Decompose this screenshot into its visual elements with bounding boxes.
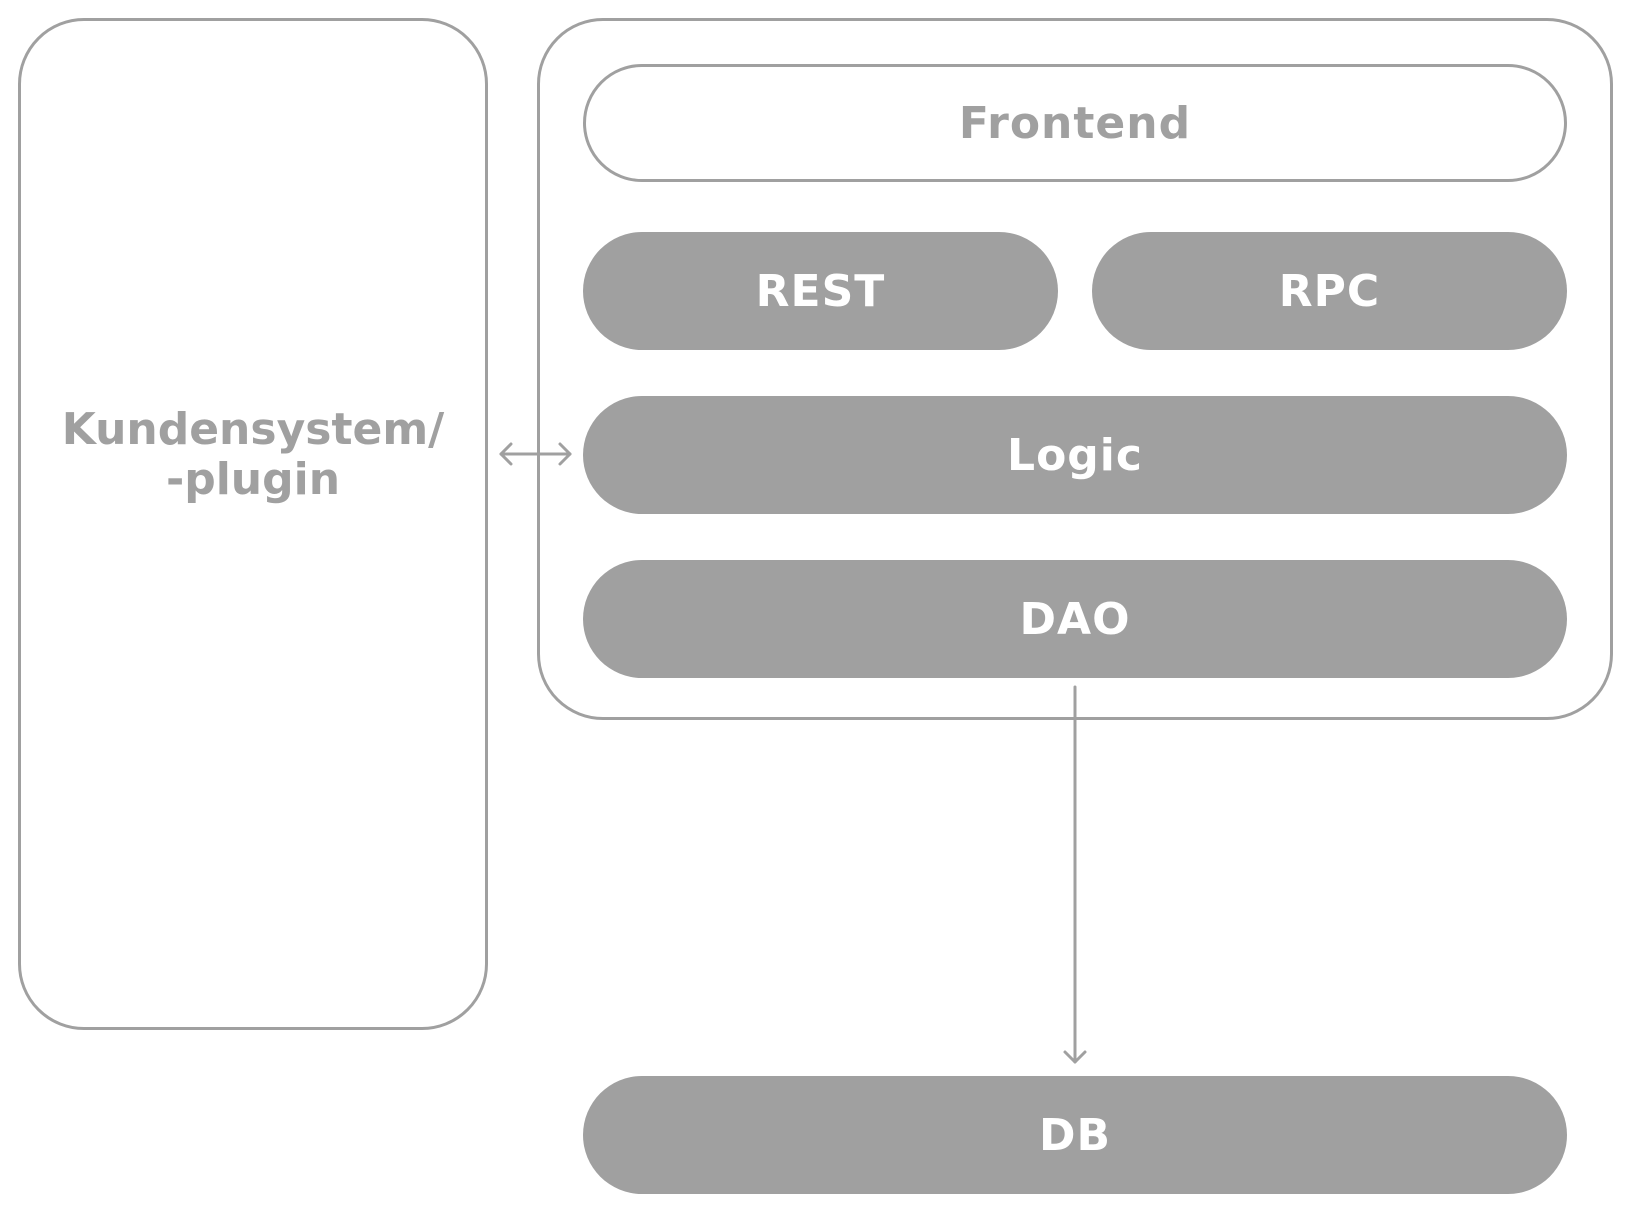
client-label-line2: -plugin bbox=[165, 454, 341, 505]
rest-label: REST bbox=[755, 265, 886, 317]
dao-layer: DAO bbox=[583, 560, 1567, 678]
frontend-layer: Frontend bbox=[583, 64, 1567, 182]
client-logic-arrowhead-left bbox=[499, 442, 513, 466]
client-system-box bbox=[18, 18, 488, 1030]
client-system-label: Kundensystem/ -plugin bbox=[18, 405, 488, 505]
rpc-label: RPC bbox=[1278, 265, 1381, 317]
dao-label: DAO bbox=[1019, 593, 1131, 645]
rest-layer: REST bbox=[583, 232, 1058, 350]
logic-label: Logic bbox=[1007, 429, 1143, 481]
frontend-label: Frontend bbox=[958, 97, 1192, 149]
database-layer: DB bbox=[583, 1076, 1567, 1194]
logic-layer: Logic bbox=[583, 396, 1567, 514]
db-label: DB bbox=[1038, 1109, 1112, 1161]
client-label-line1: Kundensystem/ bbox=[61, 404, 445, 455]
dao-db-arrowhead bbox=[1063, 1050, 1087, 1064]
rpc-layer: RPC bbox=[1092, 232, 1567, 350]
dao-db-arrow bbox=[1063, 685, 1087, 1064]
